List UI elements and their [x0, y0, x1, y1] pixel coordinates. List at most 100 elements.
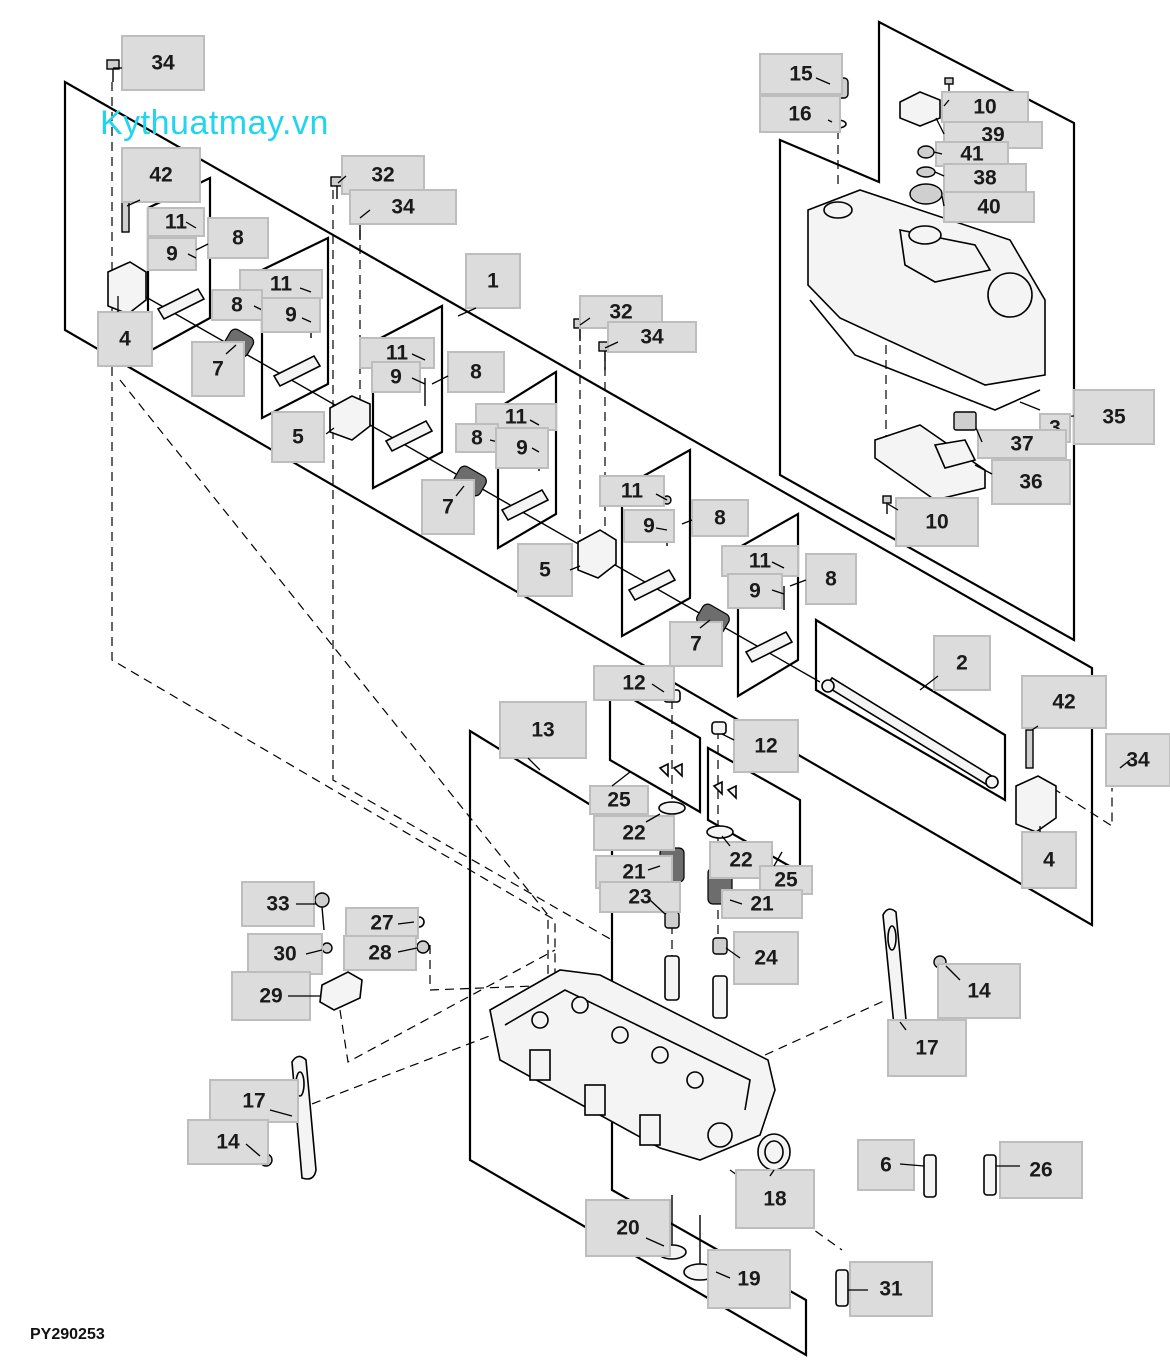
leader-line: [651, 683, 665, 693]
leader-line: [359, 209, 371, 219]
leader-line: [649, 899, 666, 915]
callout-21: 21: [721, 889, 803, 919]
callout-box: [759, 95, 841, 133]
callout-16: 16: [759, 95, 841, 133]
leader-line: [337, 175, 347, 184]
callout-label: 18: [763, 1188, 787, 1211]
leader-line: [681, 519, 693, 525]
callout-label: 29: [259, 985, 282, 1008]
callout-40: 40: [941, 191, 1035, 223]
bracket-29: [319, 916, 430, 1011]
callout-34: 34: [113, 35, 205, 91]
callout-box: [709, 841, 773, 879]
leader-line: [325, 427, 335, 435]
leader-line: [655, 527, 668, 531]
callout-label: 11: [270, 273, 293, 296]
callout-box: [499, 701, 587, 759]
figure-code: PY290253: [30, 1326, 105, 1343]
callout-box: [589, 785, 649, 815]
callout-label: 25: [774, 869, 798, 892]
callout-label: 7: [212, 358, 224, 381]
callout-label: 4: [119, 328, 131, 351]
callout-box: [933, 635, 991, 691]
callout-28: 28: [343, 935, 418, 971]
leader-line: [253, 305, 263, 311]
callout-label: 11: [165, 211, 188, 234]
callout-1: 1: [457, 253, 521, 317]
leader-line: [411, 377, 426, 385]
leader-line: [919, 675, 939, 691]
leader-line: [943, 99, 950, 107]
callout-17: 17: [887, 1019, 967, 1077]
callout-label: 22: [622, 822, 645, 845]
leader-line: [185, 221, 197, 229]
callout-8: 8: [455, 423, 499, 453]
cover-parts: [829, 77, 943, 205]
callout-6: 6: [857, 1139, 925, 1191]
leader-line: [699, 619, 711, 629]
leader-line: [771, 589, 785, 595]
shaft-panel: [814, 618, 1007, 802]
callout-label: 11: [749, 550, 772, 573]
callout-32: 32: [337, 155, 425, 195]
callout-label: 10: [973, 96, 996, 119]
callout-42: 42: [121, 147, 201, 207]
callout-box: [371, 361, 421, 393]
callout-label: 39: [981, 124, 1004, 147]
callout-4: 4: [97, 296, 153, 367]
callout-box: [669, 621, 723, 667]
leader-line: [457, 307, 477, 317]
callout-9: 9: [623, 509, 675, 543]
sub-panel-3: [371, 304, 444, 490]
sub-panel-5: [620, 448, 692, 638]
callout-25: 25: [589, 771, 649, 815]
callout-box: [341, 155, 425, 195]
callout-10: 10: [941, 91, 1029, 123]
leader-line: [527, 757, 541, 771]
leader-line: [604, 341, 619, 349]
callout-box: [121, 147, 201, 203]
bolt-icon: [882, 495, 892, 514]
leader-line: [1031, 725, 1039, 731]
callout-26: 26: [996, 1141, 1083, 1199]
callout-box: [599, 881, 681, 913]
callout-9: 9: [371, 361, 426, 393]
cylinder-head: [489, 969, 776, 1161]
callout-box: [97, 311, 153, 367]
callout-label: 22: [729, 849, 752, 872]
rocker-shaft: [821, 676, 999, 789]
callout-box: [495, 427, 549, 469]
leader-line: [771, 561, 785, 569]
leader-line: [975, 427, 983, 443]
leader-line: [721, 835, 731, 847]
rocker-cover-panel: [778, 20, 1076, 642]
keeper-panel-1: [608, 684, 702, 814]
leader-line: [1019, 401, 1041, 411]
leader-line: [455, 485, 465, 497]
callout-box: [937, 963, 1021, 1019]
callout-label: 7: [690, 633, 702, 656]
callout-label: 8: [470, 361, 482, 384]
rocker-cover: [807, 189, 1046, 411]
leader-line: [411, 353, 426, 361]
callout-9: 9: [147, 237, 197, 271]
callout-box: [943, 163, 1027, 193]
callout-box: [271, 411, 325, 463]
callout-box: [599, 475, 665, 507]
leader-line: [195, 243, 209, 251]
callout-label: 3: [1049, 417, 1061, 440]
leader-line: [245, 1143, 261, 1157]
callout-label: 28: [368, 942, 392, 965]
callout-22: 22: [709, 835, 773, 879]
callout-box: [849, 1261, 933, 1317]
callout-15: 15: [759, 53, 843, 95]
callout-label: 9: [390, 366, 402, 389]
callout-label: 42: [149, 164, 172, 187]
callout-label: 13: [531, 719, 554, 742]
callout-label: 11: [621, 480, 644, 503]
callout-box: [733, 719, 799, 773]
callout-label: 5: [539, 559, 551, 582]
callout-11: 11: [599, 475, 668, 507]
callout-label: 11: [386, 342, 409, 365]
leader-line: [645, 1237, 665, 1247]
